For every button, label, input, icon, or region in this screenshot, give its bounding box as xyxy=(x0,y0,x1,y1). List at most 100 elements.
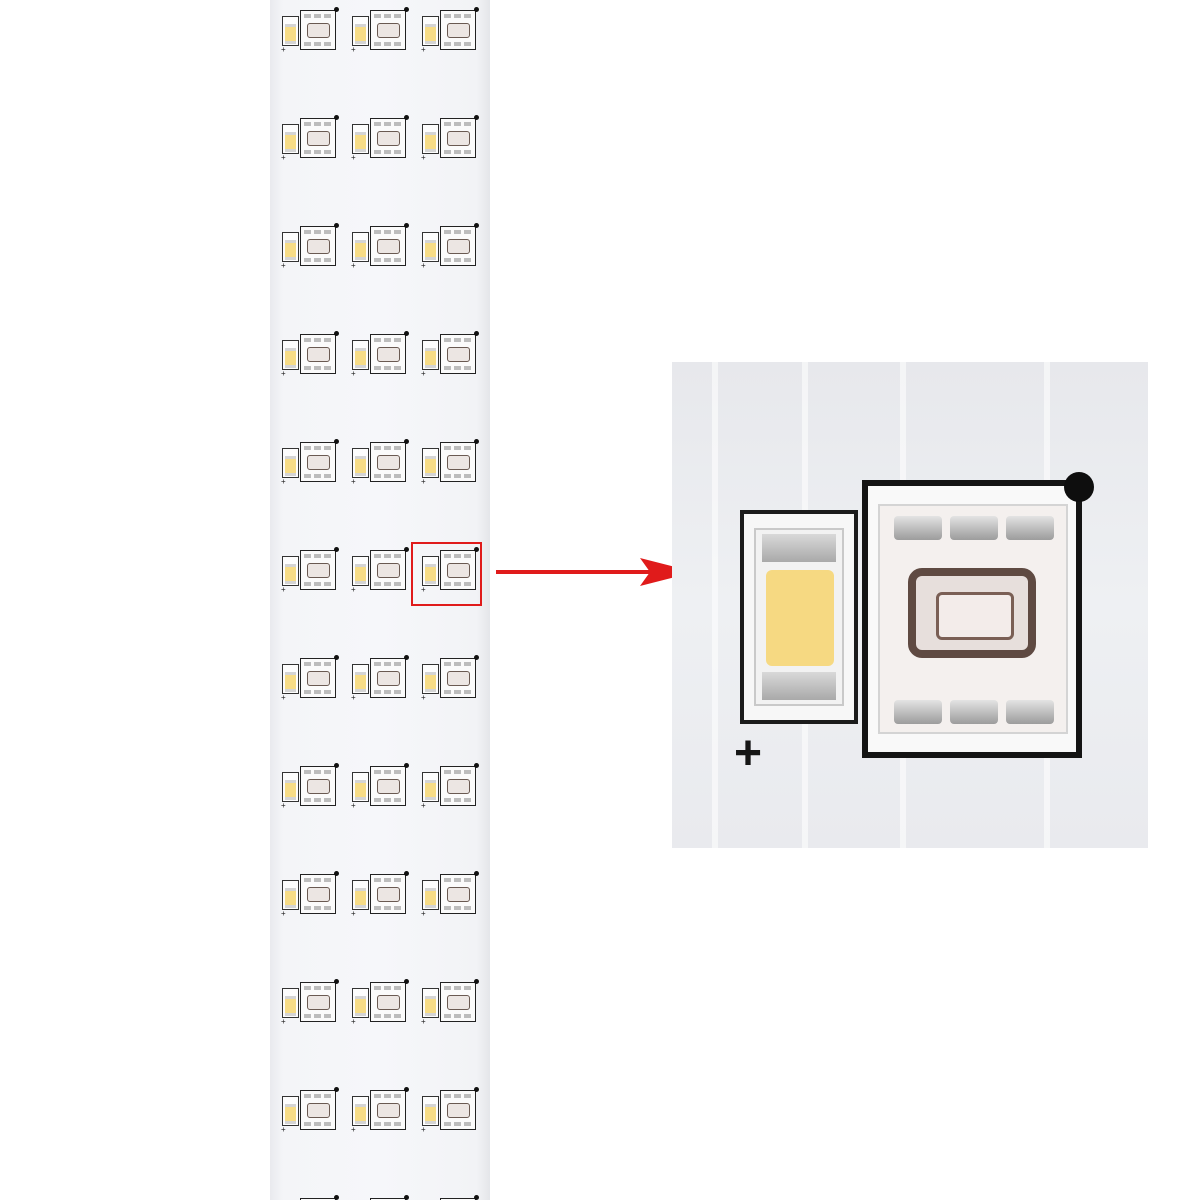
led-pins xyxy=(304,338,331,342)
rgb-led-pad xyxy=(440,763,479,806)
dot-icon xyxy=(474,655,479,660)
rgb-led-core xyxy=(377,23,400,38)
led-pins xyxy=(374,14,401,18)
white-led-pad xyxy=(282,340,299,370)
dot-icon xyxy=(474,871,479,876)
white-led-chip xyxy=(425,996,436,1016)
led-unit: + xyxy=(351,547,409,594)
led-unit: + xyxy=(281,7,339,54)
led-unit-partial xyxy=(282,1195,339,1200)
led-pins xyxy=(444,14,471,18)
white-led-pad xyxy=(352,664,369,694)
plus-icon: + xyxy=(281,1125,286,1134)
led-pins xyxy=(444,446,471,450)
white-led-pad xyxy=(282,988,299,1018)
led-pins xyxy=(374,986,401,990)
rgb-led-pad xyxy=(370,7,409,50)
led-unit: + xyxy=(281,979,339,1026)
rgb-led-core xyxy=(307,455,330,470)
highlight-box xyxy=(411,542,482,606)
white-led-chip xyxy=(285,996,296,1016)
white-led-chip xyxy=(355,672,366,692)
rgb-led-core xyxy=(377,995,400,1010)
white-led-pad xyxy=(422,880,439,910)
led-pins xyxy=(374,662,401,666)
plus-icon: + xyxy=(351,585,356,594)
plus-icon: + xyxy=(281,153,286,162)
dot-icon xyxy=(474,547,479,552)
rgb-led-pad xyxy=(300,223,339,266)
led-pins xyxy=(304,690,331,694)
rgb-led-core xyxy=(447,779,470,794)
dot-icon xyxy=(404,439,409,444)
led-pins xyxy=(304,258,331,262)
arrow-right-icon xyxy=(496,558,690,586)
led-pins xyxy=(304,366,331,370)
plus-icon: + xyxy=(421,153,426,162)
rgb-led-pad xyxy=(370,979,409,1022)
rgb-led-pad xyxy=(300,655,339,698)
white-led-chip xyxy=(425,564,436,584)
led-unit: + xyxy=(421,223,479,270)
led-pins xyxy=(374,122,401,126)
plus-icon: + xyxy=(351,1125,356,1134)
rgb-led-core xyxy=(307,671,330,686)
led-pins xyxy=(444,122,471,126)
plus-icon: + xyxy=(281,1017,286,1026)
led-unit: + xyxy=(351,439,409,486)
dot-icon xyxy=(334,655,339,660)
white-led-pad xyxy=(352,16,369,46)
white-led-pad xyxy=(352,448,369,478)
plus-icon: + xyxy=(351,261,356,270)
led-unit: + xyxy=(421,1087,479,1134)
dot-icon xyxy=(404,1195,409,1200)
white-led-pad xyxy=(352,772,369,802)
rgb-led-pad xyxy=(440,979,479,1022)
plus-icon: + xyxy=(281,477,286,486)
led-unit: + xyxy=(281,871,339,918)
led-pins xyxy=(444,582,471,586)
led-unit: + xyxy=(421,7,479,54)
rgb-led-core xyxy=(307,779,330,794)
led-unit: + xyxy=(281,223,339,270)
led-pins xyxy=(304,42,331,46)
dot-icon xyxy=(404,115,409,120)
led-unit: + xyxy=(351,223,409,270)
rgb-led-pad xyxy=(300,439,339,482)
rgb-led-pad xyxy=(300,1195,339,1200)
dot-icon xyxy=(404,979,409,984)
white-led-pad xyxy=(352,124,369,154)
led-pins xyxy=(304,446,331,450)
led-pins xyxy=(444,258,471,262)
white-led-chip xyxy=(355,996,366,1016)
dot-icon xyxy=(404,655,409,660)
dot-icon xyxy=(474,439,479,444)
white-led-pad xyxy=(422,124,439,154)
white-led-chip xyxy=(425,1104,436,1124)
led-pins xyxy=(374,230,401,234)
led-unit: + xyxy=(281,1087,339,1134)
dot-icon xyxy=(404,871,409,876)
white-led-pad xyxy=(282,772,299,802)
white-led-pad xyxy=(422,448,439,478)
rgb-led-core xyxy=(307,887,330,902)
white-led-chip xyxy=(285,564,296,584)
white-led-chip xyxy=(285,348,296,368)
led-pin xyxy=(894,700,942,724)
led-pins xyxy=(374,446,401,450)
white-led-pad xyxy=(282,448,299,478)
white-led-chip xyxy=(425,888,436,908)
plus-icon: + xyxy=(351,153,356,162)
white-led-pad xyxy=(282,664,299,694)
rgb-led-core xyxy=(377,347,400,362)
led-pins xyxy=(374,554,401,558)
led-pins xyxy=(444,1122,471,1126)
led-pins xyxy=(374,906,401,910)
plus-icon: + xyxy=(281,261,286,270)
dot-icon xyxy=(334,979,339,984)
white-led-chip xyxy=(285,132,296,152)
dot-icon xyxy=(334,763,339,768)
white-led-pad xyxy=(282,880,299,910)
dot-icon xyxy=(474,223,479,228)
white-led-pad xyxy=(352,556,369,586)
